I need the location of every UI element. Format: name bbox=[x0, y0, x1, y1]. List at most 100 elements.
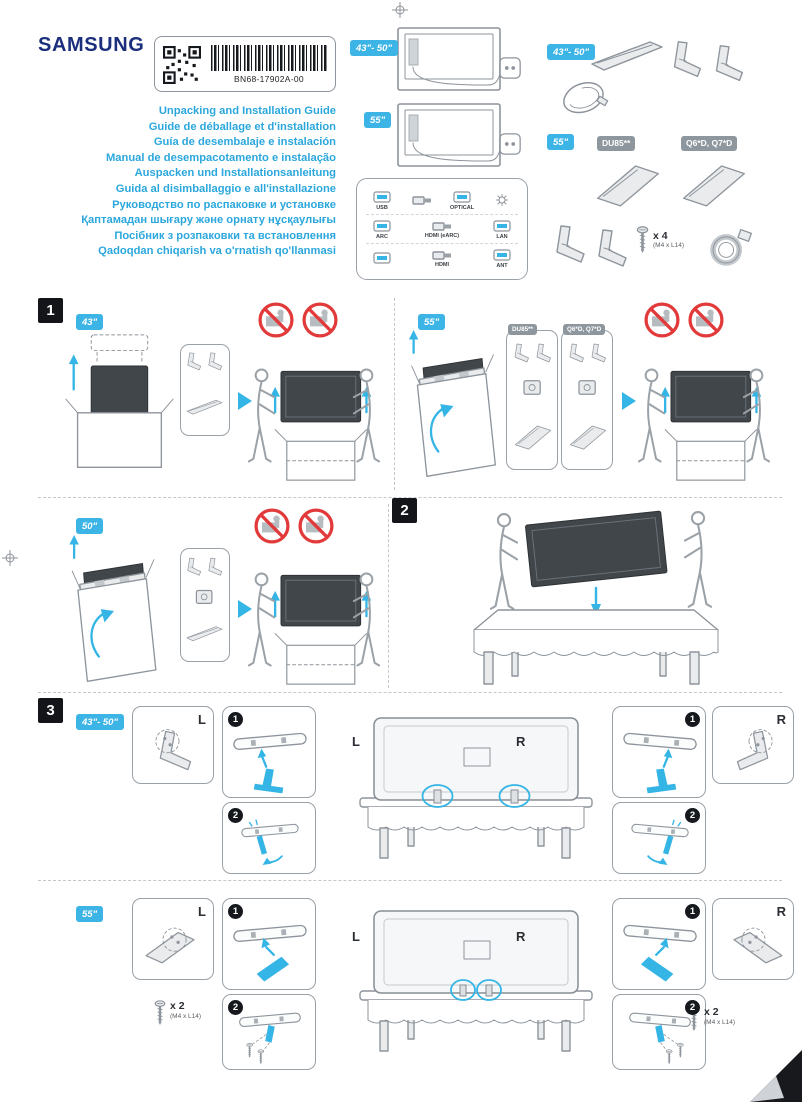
step-2-badge: 2 bbox=[228, 1000, 243, 1015]
usb-port-label: USB bbox=[376, 204, 388, 211]
section-divider bbox=[38, 692, 782, 693]
registration-mark bbox=[392, 2, 408, 18]
carry-tv-diagram-43 bbox=[246, 344, 382, 490]
screw-count-4-group: x 4 (M4 x L14) bbox=[653, 230, 684, 249]
screw-icon bbox=[154, 1000, 166, 1026]
tv-back-diagram-55 bbox=[396, 102, 526, 174]
foot-detail-box-left-55: L bbox=[132, 898, 214, 980]
step-2-box-left-55: 2 bbox=[222, 994, 316, 1070]
step-2-box-right: 2 bbox=[612, 802, 706, 874]
hdmi-plug-icon bbox=[432, 249, 452, 261]
step-1-badge: 1 bbox=[685, 904, 700, 919]
stand-bracket-icon bbox=[548, 222, 590, 270]
foot-detail-box-right-55: R bbox=[712, 898, 794, 980]
cable-tie-icon bbox=[556, 78, 612, 122]
next-arrow-icon bbox=[238, 392, 252, 410]
step-1-badge: 1 bbox=[228, 712, 243, 727]
unbox-diagram-43 bbox=[62, 330, 174, 478]
step-1-box-left: 1 bbox=[222, 706, 316, 798]
section-2-number: 2 bbox=[392, 498, 417, 523]
next-arrow-icon bbox=[622, 392, 636, 410]
section-divider bbox=[388, 504, 389, 688]
tv-facedown-table-diagram bbox=[352, 712, 600, 862]
ant-port: ANT bbox=[486, 248, 518, 269]
step-1-badge: 1 bbox=[228, 904, 243, 919]
size-badge-43-50-assembly: 43"- 50" bbox=[76, 714, 124, 730]
right-foot-label: R bbox=[776, 904, 786, 919]
stand-parts-icons bbox=[186, 352, 223, 415]
ports-panel: USB OPTICAL ARC HDMI (eARC) bbox=[356, 178, 528, 280]
unbox-diagram-55 bbox=[404, 330, 504, 482]
cable-holder-icon bbox=[700, 224, 756, 274]
ports-row-2: ARC HDMI (eARC) LAN bbox=[366, 214, 518, 243]
stand-parts-box-50 bbox=[180, 548, 230, 662]
step-1-box-right-55: 1 bbox=[612, 898, 706, 990]
settings-cell bbox=[486, 193, 518, 207]
qr-code bbox=[163, 46, 201, 84]
lan-port-label: LAN bbox=[496, 233, 508, 240]
stand-parts-box-q6 bbox=[561, 330, 613, 470]
title-line-uz: Qadoqdan chiqarish va o'rnatish qo'llanm… bbox=[98, 245, 336, 258]
no-touch-screen-icon bbox=[252, 506, 292, 546]
ports-row-1: USB OPTICAL bbox=[366, 186, 518, 214]
step-2-box-left: 2 bbox=[222, 802, 316, 874]
usb-plug bbox=[406, 194, 438, 206]
title-line-ru: Руководство по распаковке и установке bbox=[112, 198, 336, 211]
right-foot-label: R bbox=[776, 712, 786, 727]
title-list: Unpacking and Installation Guide Guide d… bbox=[36, 104, 336, 260]
hdmi-port bbox=[366, 251, 398, 265]
model-badge-du85-box: DU85** bbox=[508, 324, 537, 336]
screw-spec: (M4 x L14) bbox=[653, 242, 685, 249]
arc-port-label: ARC bbox=[376, 233, 388, 240]
section-divider bbox=[38, 497, 782, 498]
step-2-badge: 2 bbox=[685, 1000, 700, 1015]
step-1-box-left-55: 1 bbox=[222, 898, 316, 990]
size-badge-43-50-parts: 43"- 50" bbox=[547, 44, 595, 60]
optical-port-icon bbox=[453, 190, 471, 204]
optical-port-label: OPTICAL bbox=[449, 204, 475, 211]
screw-icon bbox=[636, 226, 649, 254]
tv-facedown-table-43-50: L R bbox=[352, 712, 600, 874]
model-badge-q6-box: Q6*D, Q7*D bbox=[563, 324, 606, 336]
stand-foot-icon bbox=[666, 38, 706, 84]
screw-spec: (M4 x L14) bbox=[170, 1013, 202, 1020]
left-foot-label: L bbox=[198, 712, 206, 727]
left-foot-label: L bbox=[198, 904, 206, 919]
stand-parts-box-43 bbox=[180, 344, 230, 436]
usb-port-icon bbox=[373, 190, 391, 204]
wedge-stand-icon bbox=[678, 156, 750, 214]
carry-tv-diagram-50 bbox=[246, 548, 382, 694]
title-line-es: Guía de desembalaje e instalación bbox=[153, 136, 336, 149]
size-badge-43: 43" bbox=[76, 314, 104, 330]
page-corner-fold bbox=[750, 1050, 802, 1102]
stand-parts-icons bbox=[186, 557, 223, 642]
step-1-box-right: 1 bbox=[612, 706, 706, 798]
screw-count-2-group-left: x 2 (M4 x L14) bbox=[154, 1000, 201, 1026]
lock-foot-step-diagram bbox=[230, 819, 310, 871]
foot-detail-box-right: R bbox=[712, 706, 794, 784]
stand-parts-box-du85 bbox=[506, 330, 558, 470]
screw-count-4: x 4 bbox=[653, 230, 668, 242]
attach-foot-step-diagram bbox=[230, 725, 310, 795]
step-2-badge: 2 bbox=[685, 808, 700, 823]
wedge-stand-icon bbox=[592, 156, 664, 214]
hdmi-plug-icon bbox=[432, 220, 452, 232]
model-badge-du85: DU85** bbox=[597, 136, 636, 151]
arc-port: ARC bbox=[366, 219, 398, 240]
place-tv-on-table-diagram bbox=[428, 502, 768, 690]
tv-facedown-table-55: L R bbox=[352, 905, 600, 1070]
left-side-label: L bbox=[352, 929, 360, 944]
ports-row-3: HDMI ANT bbox=[366, 243, 518, 272]
size-badge-55-parts: 55" bbox=[547, 134, 575, 150]
optical-port: OPTICAL bbox=[446, 190, 478, 211]
size-badge-43-50: 43"- 50" bbox=[350, 40, 398, 56]
section-divider bbox=[394, 298, 395, 490]
brand-logo: SAMSUNG bbox=[38, 34, 145, 56]
stand-foot-detail-icon bbox=[139, 917, 203, 973]
model-badge-q6-q7: Q6*D, Q7*D bbox=[681, 136, 738, 151]
ant-port-label: ANT bbox=[496, 262, 508, 269]
lan-port: LAN bbox=[486, 219, 518, 240]
lan-port-icon bbox=[493, 219, 511, 233]
stand-parts-icons bbox=[569, 343, 607, 450]
